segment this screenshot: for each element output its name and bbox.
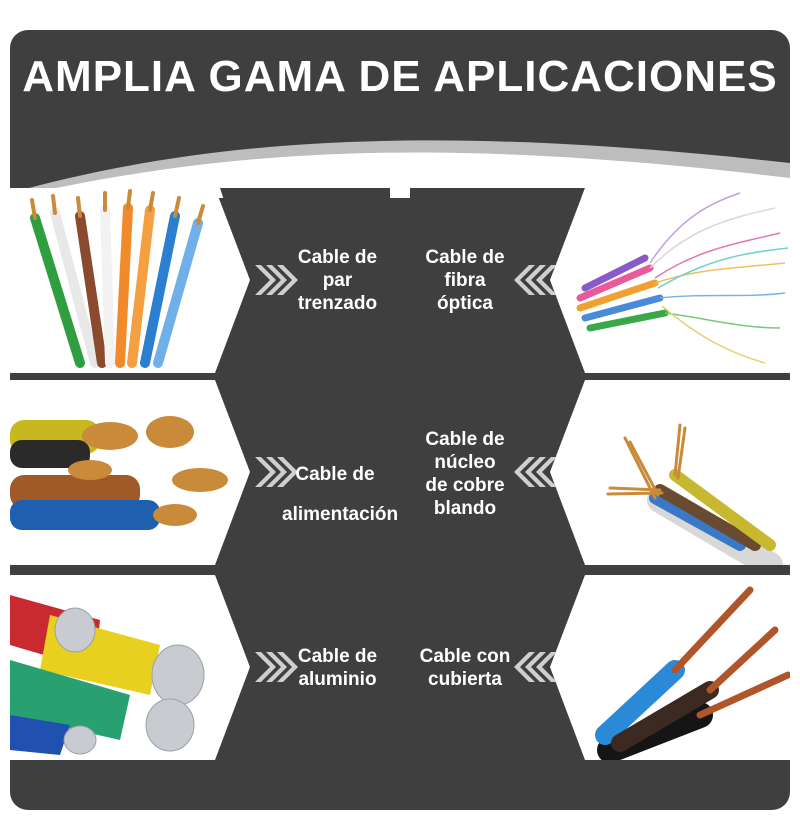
infographic-frame: AMPLIA GAMA DE APLICACIONES [10,30,790,810]
tile-twisted-pair-bg [10,188,390,373]
soft-copper-core-cable-photo [606,423,783,578]
page-title: AMPLIA GAMA DE APLICACIONES [22,52,778,101]
chevron-left-icon [514,652,557,682]
power-cable-photo [10,416,228,530]
chevron-right-icon [255,457,298,487]
tile-power-cable-bg [10,380,390,565]
chevron-right-icon [255,265,298,295]
twisted-pair-cable-photo [30,189,205,368]
header-wave-decoration [10,140,790,198]
chevron-right-icon [255,652,298,682]
tile-soft-copper-bg [410,380,790,578]
aluminum-cable-photo [10,595,205,755]
tile-sheathed-bg [410,575,790,763]
chevron-left-icon [514,457,557,487]
tile-aluminum-bg [10,575,390,760]
tile-fiber-optic-bg [410,188,790,373]
sheathed-cable-photo [595,586,790,763]
header: AMPLIA GAMA DE APLICACIONES [10,30,790,198]
fiber-optic-cable-photo [576,192,789,364]
chevron-left-icon [514,265,557,295]
